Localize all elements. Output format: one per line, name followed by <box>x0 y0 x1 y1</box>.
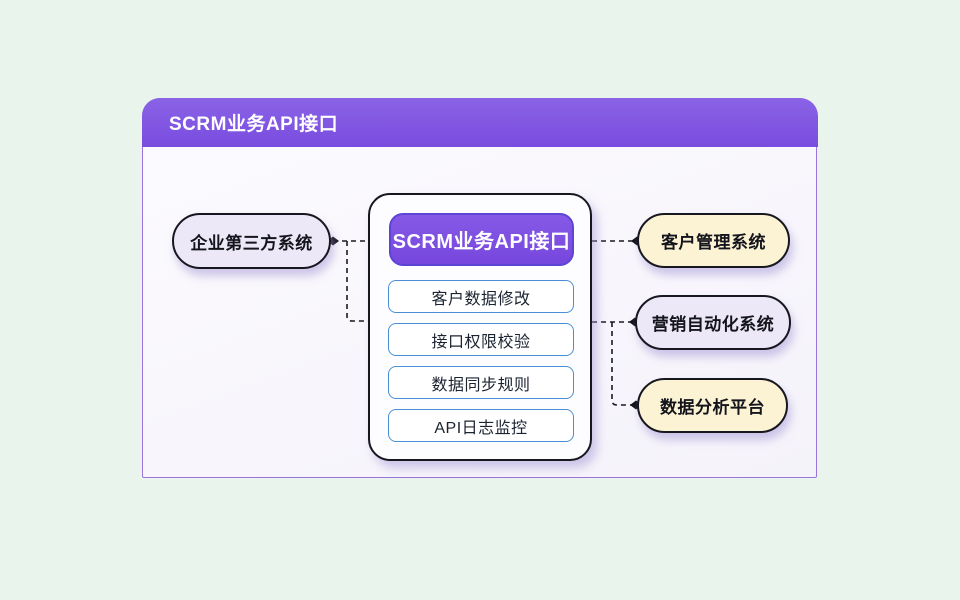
panel-item-api-log-monitor: API日志监控 <box>388 409 574 442</box>
panel-item-label: 接口权限校验 <box>431 333 531 351</box>
panel-item-permission-check: 接口权限校验 <box>388 323 574 356</box>
panel-item-data-sync-rules: 数据同步规则 <box>388 366 574 399</box>
card-title: SCRM业务API接口 <box>169 114 339 135</box>
node-data-analysis-platform: 数据分析平台 <box>637 378 788 433</box>
card-header: SCRM业务API接口 <box>142 98 818 147</box>
panel-item-label: API日志监控 <box>434 419 528 437</box>
panel-scrm-api: SCRM业务API接口 客户数据修改 接口权限校验 数据同步规则 API日志监控 <box>368 193 592 461</box>
node-enterprise-third-party-system: 企业第三方系统 <box>172 213 331 269</box>
node-label: 数据分析平台 <box>660 398 765 417</box>
panel-item-label: 客户数据修改 <box>431 290 531 308</box>
node-label: 企业第三方系统 <box>190 233 313 253</box>
node-customer-management-system: 客户管理系统 <box>637 213 790 268</box>
panel-title-label: SCRM业务API接口 <box>392 231 571 253</box>
panel-item-label: 数据同步规则 <box>431 376 531 394</box>
panel-title-scrm-api: SCRM业务API接口 <box>389 213 574 266</box>
node-label: 客户管理系统 <box>661 233 766 252</box>
node-label: 营销自动化系统 <box>651 315 775 334</box>
node-marketing-automation-system: 营销自动化系统 <box>635 295 791 350</box>
panel-item-customer-data-edit: 客户数据修改 <box>388 280 574 313</box>
